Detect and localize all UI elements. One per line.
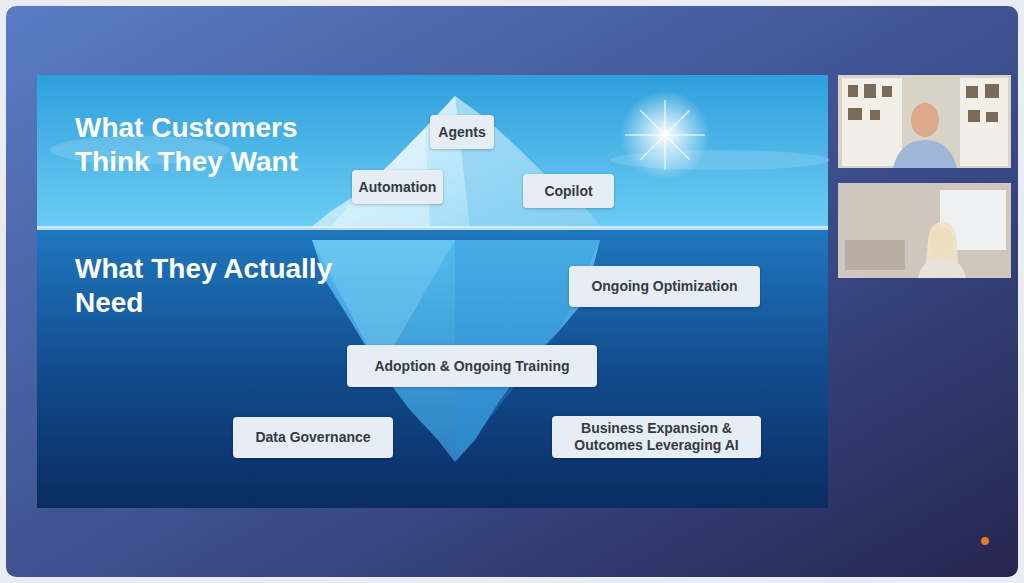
- label-box: Agents: [430, 115, 494, 149]
- box-label: Copilot: [544, 183, 592, 200]
- region-band: What They Actually Need Ongoing Optimizat…: [37, 228, 828, 508]
- logo: [981, 537, 989, 545]
- waterline: [37, 226, 828, 230]
- water: [37, 228, 828, 508]
- iceberg-tip: [310, 96, 602, 228]
- label-box: Business Expansion & Outcomes Leveraging…: [552, 416, 761, 458]
- band-heading: What Customers Think They Want: [75, 111, 355, 179]
- box-label: Ongoing Optimization: [591, 278, 737, 295]
- box-label: Business Expansion & Outcomes Leveraging…: [558, 420, 755, 454]
- box-label: Adoption & Ongoing Training: [374, 358, 569, 375]
- band-heading: What They Actually Need: [75, 252, 345, 320]
- label-box: Ongoing Optimization: [569, 266, 760, 307]
- box-label: Automation: [359, 179, 437, 196]
- box-label: Agents: [438, 124, 485, 141]
- video-tile: [838, 183, 1011, 278]
- region-band: What Customers Think They Want AgentsAuto…: [37, 75, 828, 228]
- video-tile: [838, 75, 1011, 168]
- label-box: Data Governance: [233, 417, 393, 458]
- box-label: Data Governance: [255, 429, 370, 446]
- label-box: Automation: [352, 170, 443, 204]
- person: [911, 103, 939, 137]
- label-box: Copilot: [523, 174, 614, 208]
- window-frame: [6, 6, 1018, 577]
- sun: [620, 90, 710, 180]
- label-box: Adoption & Ongoing Training: [347, 345, 597, 387]
